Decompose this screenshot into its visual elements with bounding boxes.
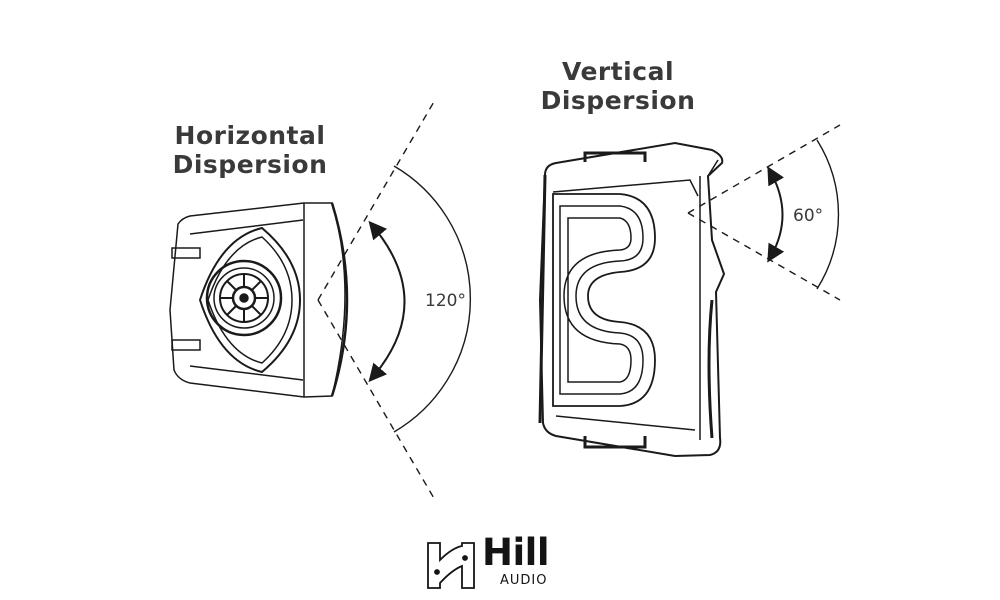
h-speaker-body xyxy=(169,202,346,398)
h-dispersion-outer-arc xyxy=(393,165,472,433)
vertical-speaker xyxy=(538,141,726,458)
h-speaker-driver-ring xyxy=(205,259,283,337)
h-speaker-driver-inner xyxy=(213,267,275,329)
v-dispersion-upper-line xyxy=(687,124,841,214)
h-speaker-top-detail xyxy=(189,219,304,235)
brand-name: Hill xyxy=(482,531,550,574)
horizontal-dispersion-lines xyxy=(317,99,472,501)
h-speaker-driver-dot xyxy=(239,293,249,303)
h-speaker-horn-inner xyxy=(207,236,293,364)
horizontal-speaker xyxy=(169,202,349,398)
vertical-angle-label: 60° xyxy=(793,206,824,226)
h-speaker-driver-spokes xyxy=(220,274,268,322)
v-speaker-bottom-panel xyxy=(555,415,696,431)
v-dispersion-outer-arc xyxy=(816,139,840,290)
v-speaker-body xyxy=(538,141,726,458)
h-speaker-grille-front xyxy=(330,202,349,397)
v-speaker-handle-mid xyxy=(559,205,644,395)
vertical-dispersion-title: Vertical Dispersion xyxy=(540,57,696,115)
h-dispersion-lower-line xyxy=(317,299,436,501)
hill-h-logo-icon xyxy=(427,542,475,589)
v-speaker-top-panel xyxy=(552,179,699,197)
v-dispersion-arrow xyxy=(767,166,785,263)
horizontal-angle-label: 120° xyxy=(425,291,466,311)
horizontal-dispersion-title: Horizontal Dispersion xyxy=(172,121,328,179)
v-speaker-back-edge xyxy=(538,174,547,424)
h-speaker-side-slot-top xyxy=(171,247,201,259)
vertical-dispersion-lines xyxy=(687,124,841,301)
v-speaker-grille xyxy=(707,299,714,439)
h-speaker-bottom-detail xyxy=(189,365,304,381)
brand-subtitle: AUDIO xyxy=(500,573,548,588)
h-speaker-horn xyxy=(198,226,302,374)
h-dispersion-arrow xyxy=(368,220,406,383)
v-speaker-handle-inner xyxy=(563,217,632,383)
v-speaker-handle-outer xyxy=(552,193,656,407)
h-speaker-side-slot-bottom xyxy=(171,339,201,351)
v-speaker-front-lip xyxy=(707,159,719,177)
v-dispersion-lower-line xyxy=(687,212,841,301)
